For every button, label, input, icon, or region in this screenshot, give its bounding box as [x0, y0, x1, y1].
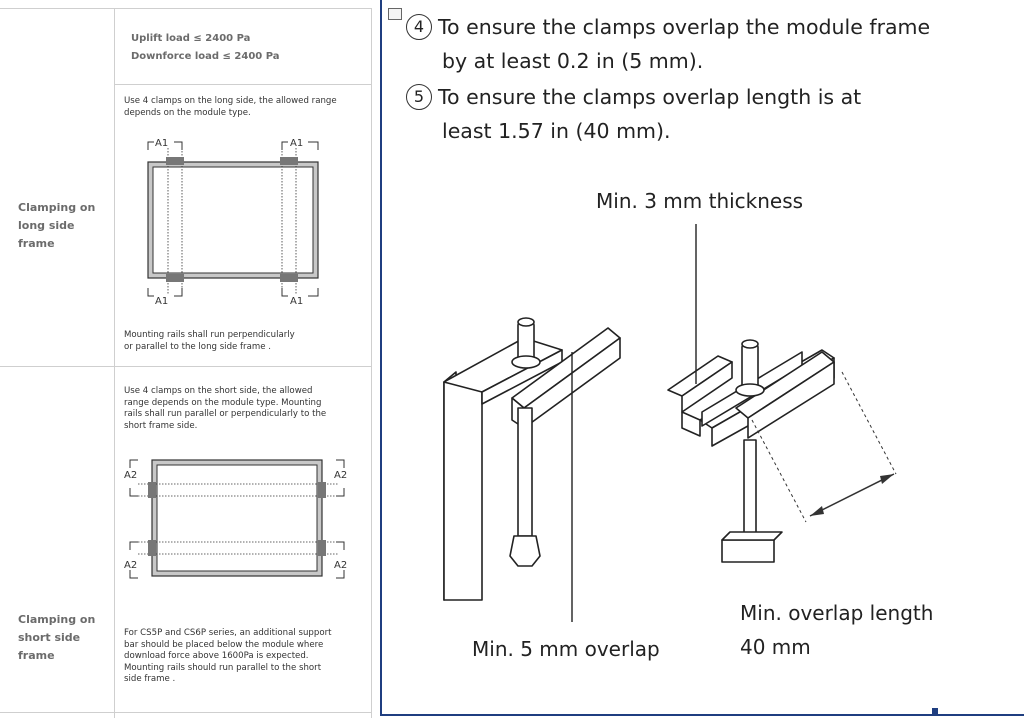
step-4-line2: by at least 0.2 in (5 mm).: [442, 49, 704, 73]
label-min-thickness: Min. 3 mm thickness: [596, 189, 804, 213]
row-label-short-side: Clamping on short side frame: [18, 613, 96, 662]
long-side-note: Mounting rails shall run perpendicularly…: [124, 330, 295, 352]
callout-a2-bottom-left: A2: [124, 560, 137, 571]
module-clamping-table: Uplift load ≤ 2400 Pa Downforce load ≤ 2…: [0, 0, 376, 718]
step-number-badge: 4: [406, 14, 432, 40]
short-side-clamp-diagram: A2 A2 A2 A2: [124, 459, 347, 579]
short-side-note: For CS5P and CS6P series, an additional …: [124, 628, 332, 684]
overlap-length-arrow: [809, 473, 895, 517]
load-limits: Uplift load ≤ 2400 Pa Downforce load ≤ 2…: [131, 33, 280, 62]
step-5-line1: To ensure the clamps overlap length is a…: [438, 85, 862, 109]
callout-a1-bottom-right: A1: [290, 296, 303, 307]
table-border-right: [371, 8, 372, 718]
image-placeholder-icon: [388, 8, 402, 20]
step-5-line2: least 1.57 in (40 mm).: [442, 119, 671, 143]
table-column-divider: [114, 8, 115, 718]
row-label-long-side: Clamping on long side frame: [18, 201, 96, 250]
callout-a2-top-left: A2: [124, 470, 137, 481]
resize-handle[interactable]: [932, 708, 938, 714]
callout-a2-top-right: A2: [334, 470, 347, 481]
table-border-top: [0, 8, 372, 9]
label-min-overlap: Min. 5 mm overlap: [472, 637, 660, 661]
table-border-bottom: [0, 712, 372, 713]
clamp-illustration: [443, 224, 897, 622]
long-side-instruction: Use 4 clamps on the long side, the allow…: [124, 96, 337, 118]
short-side-instruction: Use 4 clamps on the short side, the allo…: [124, 386, 327, 431]
step-4-line1: To ensure the clamps overlap the module …: [438, 15, 931, 39]
callout-a1-top-right: A1: [290, 138, 303, 149]
callout-a1-top-left: A1: [155, 138, 168, 149]
table-row-divider: [0, 366, 372, 367]
step-number-badge: 5: [406, 84, 432, 110]
callout-a1-bottom-left: A1: [155, 296, 168, 307]
label-min-overlap-length: Min. overlap length 40 mm: [740, 601, 934, 659]
long-side-clamp-diagram: A1 A1 A1 A1: [147, 138, 319, 307]
callout-a2-bottom-right: A2: [334, 560, 347, 571]
table-row-divider: [114, 84, 372, 85]
